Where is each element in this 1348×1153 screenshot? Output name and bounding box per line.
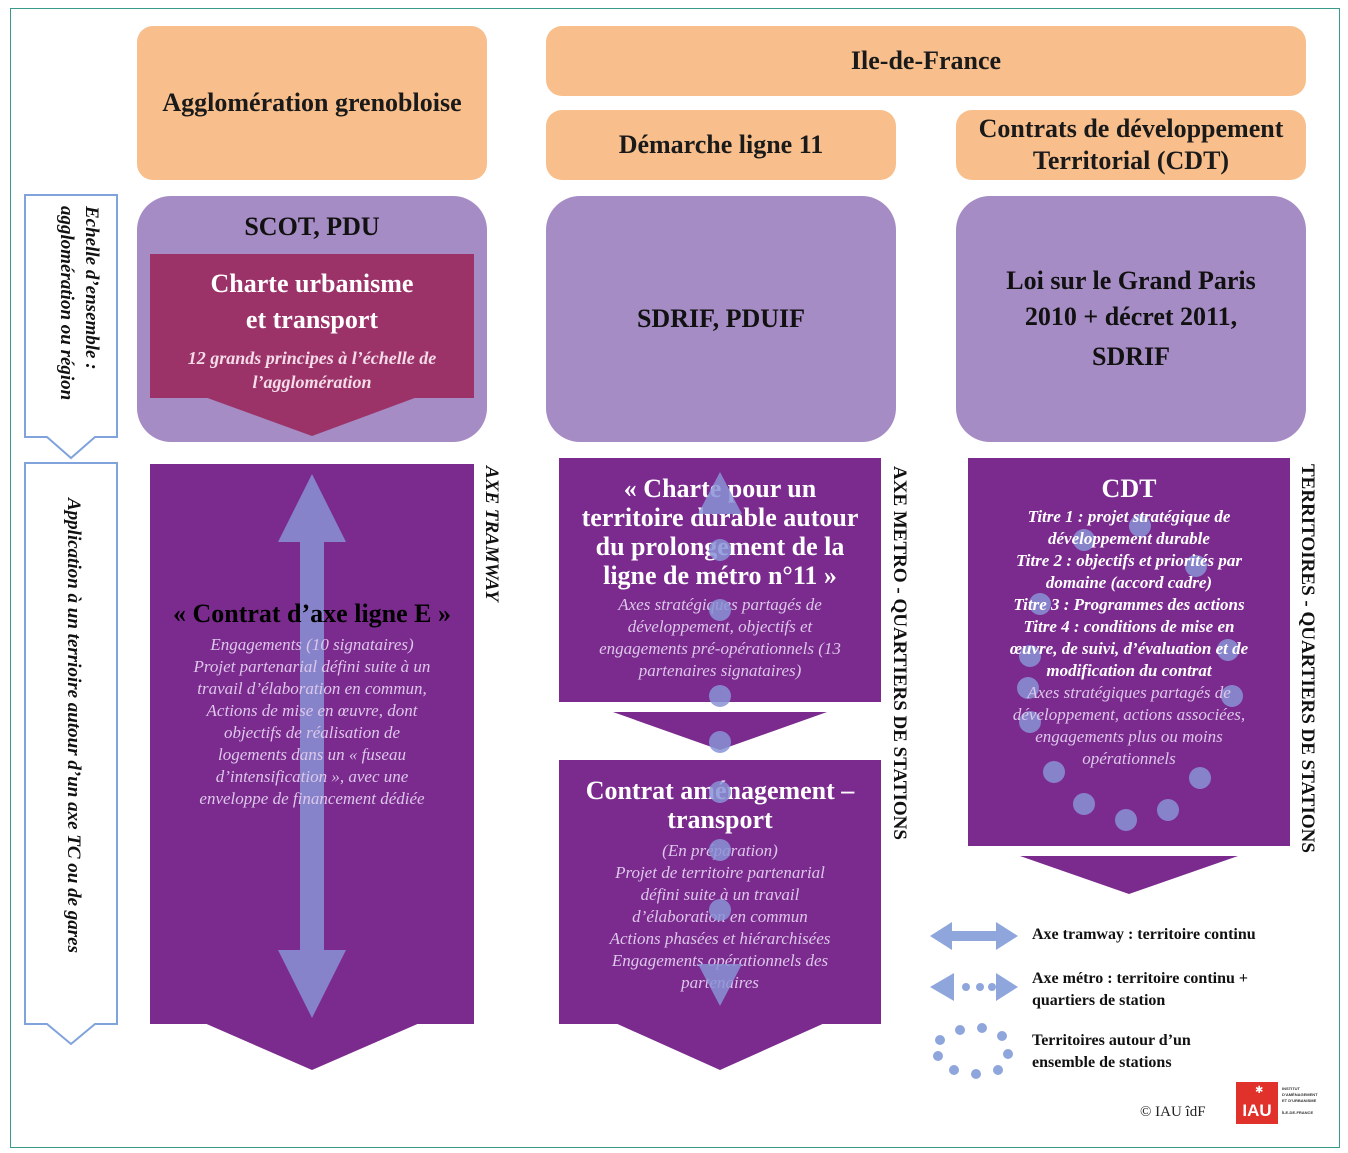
cdt-title-line: domaine (accord cadre) [1045, 573, 1213, 592]
header-agglomeration: Agglomération grenobloise [137, 26, 487, 180]
contrat-axe-arrow [202, 1022, 422, 1070]
cdt-line: engagements plus ou moins [1035, 727, 1223, 746]
figure-frame [10, 8, 1340, 1148]
cdt-title-line: Titre 2 : objectifs et priorités par [1015, 551, 1242, 570]
cdt-title-line: Titre 3 : Programmes des actions [1013, 595, 1245, 614]
contrat-amenagement-line: Projet de territoire partenarial [615, 863, 825, 882]
charte-metro-line: engagements pré-opérationnels (13 [599, 639, 841, 658]
scale-arrow-top [24, 194, 118, 460]
cdt-title-line: développement durable [1048, 529, 1210, 548]
contrat-amenagement-text: Contrat aménagement – transport (En prép… [559, 776, 881, 994]
charte-metro-line: partenaires signataires) [638, 661, 802, 680]
header-ile-de-france: Ile-de-France [546, 26, 1306, 96]
cdt-title: CDT [1101, 474, 1157, 503]
legend-tramway-label: Axe tramway : territoire continu [1032, 926, 1256, 943]
cdt-line: Axes stratégiques partagés de [1027, 683, 1231, 702]
contrat-axe-line: Projet partenarial défini suite à un [193, 657, 431, 676]
col3-framework-line-3: SDRIF [1091, 342, 1170, 371]
axis-label-tramway: AXE TRAMWAY [481, 466, 502, 602]
contrat-axe-line: logements dans un « fuseau [218, 745, 406, 764]
legend-metro-line: quartiers de station [1032, 992, 1166, 1009]
contrat-axe-line: d’intensification », avec une [215, 767, 409, 786]
scale-label-top: Echelle d’ensemble : agglomération ou ré… [56, 206, 102, 401]
scale-label-bottom: Application à un terrioire autour d’un a… [63, 498, 84, 954]
metro-axis-dotted-arrow [698, 472, 742, 1006]
cdt-title-line: Titre 1 : projet stratégique de [1027, 507, 1231, 526]
contrat-amenagement-line: Actions phasées et hiérarchisées [609, 929, 831, 948]
cdt-title-line: modification du contrat [1046, 661, 1212, 680]
charte-box [150, 254, 474, 398]
iau-logo: IAU ✱ [1236, 1082, 1278, 1124]
contrat-axe-title: « Contrat d’axe ligne E » [172, 599, 452, 628]
col3-framework-line-2: 2010 + décret 2011, [1024, 302, 1238, 331]
axis-label-metro: AXE METRO - QUARTIERS DE STATIONS [889, 466, 910, 840]
cdt-title-line: Titre 4 : conditions de mise en [1023, 617, 1235, 636]
cdt-line: développement, actions associées, [1012, 705, 1246, 724]
legend-metro-line: Axe métro : territoire continu + [1032, 970, 1249, 987]
col3-framework-box: Loi sur le Grand Paris 2010 + décret 201… [956, 196, 1306, 442]
stations-ring-dots [1017, 515, 1243, 831]
legend-metro-icon [930, 973, 1018, 1001]
legend-stations-line: ensemble de stations [1032, 1054, 1172, 1071]
contrat-axe-line: travail d’élaboration en commun, [197, 679, 427, 698]
col1-framework-title: SCOT, PDU [244, 212, 380, 241]
contrat-amenagement-line: Engagements opérationnels des [611, 951, 829, 970]
charte-metro-line: développement, objectifs et [627, 617, 813, 636]
iau-logo-star: ✱ [1255, 1085, 1264, 1096]
scale-arrow-bottom [24, 462, 118, 1046]
legend-stations-label: Territoires autour d’un ensemble de stat… [1032, 1030, 1312, 1074]
contrat-axe-line: objectifs de réalisation de [223, 723, 401, 742]
charte-arrow [202, 396, 420, 436]
iau-logo-text: IAU [1242, 1101, 1272, 1120]
tramway-axis-double-arrow [278, 474, 346, 1018]
contrat-axe-line: Actions de mise en œuvre, dont [206, 701, 418, 720]
header-ligne-11: Démarche ligne 11 [546, 110, 896, 180]
copyright: © IAU îdF [1140, 1104, 1206, 1120]
contrat-axe-line: enveloppe de financement dédiée [199, 789, 425, 808]
contrat-axe-desc: Engagements (10 signataires) Projet part… [150, 634, 474, 810]
cdt-title-line: œuvre, de suivi, d’évaluation et de [1009, 639, 1249, 658]
legend-stations-icon [933, 1023, 1013, 1079]
iau-logo-subtitle-line: ÎLE-DE-FRANCE [1282, 1110, 1314, 1115]
contrat-axe-line: Engagements (10 signataires) [210, 635, 414, 654]
contrat-axe-text: « Contrat d’axe ligne E » Engagements (1… [150, 598, 474, 810]
col2-framework-box: SDRIF, PDUIF [546, 196, 896, 442]
contrat-amenagement-title-line: transport [667, 805, 773, 834]
cdt-line: opérationnels [1082, 749, 1176, 768]
iau-logo-subtitle-line: ET D'URBANISME [1282, 1098, 1317, 1103]
legend-stations-line: Territoires autour d’un [1032, 1032, 1191, 1049]
charte-metro-title-line: ligne de métro n°11 » [603, 561, 837, 590]
col3-framework-line-1: Loi sur le Grand Paris [1006, 266, 1256, 295]
iau-logo-subtitle-line: D'AMÉNAGEMENT [1282, 1092, 1318, 1097]
header-cdt: Contrats de développement Territorial (C… [956, 110, 1306, 180]
cdt-titles-list: Titre 1 : projet stratégique de développ… [972, 506, 1286, 682]
cdt-arrow [1020, 856, 1238, 894]
iau-logo-subtitle-line: INSTITUT [1282, 1086, 1300, 1091]
cdt-text: CDT Titre 1 : projet stratégique de déve… [972, 474, 1286, 770]
axis-label-territoires: TERRITOIRES - QUARTIERS DE STATIONS [1297, 464, 1318, 853]
charte-title-line-2: et transport [245, 305, 379, 334]
iau-logo-subtitle: INSTITUT D'AMÉNAGEMENT ET D'URBANISME ÎL… [1282, 1086, 1318, 1116]
charte-desc: 12 grands principes à l’échelle de l’agg… [187, 348, 437, 392]
legend-tramway-icon [930, 922, 1018, 950]
charte-title-line-1: Charte urbanisme [210, 269, 414, 298]
contrat-amenagement-arrow [613, 1022, 827, 1070]
contrat-amenagement-line: défini suite à un travail [640, 885, 800, 904]
charte-title: Charte urbanisme et transport [150, 266, 474, 338]
legend-metro-label: Axe métro : territoire continu + quartie… [1032, 968, 1312, 1012]
